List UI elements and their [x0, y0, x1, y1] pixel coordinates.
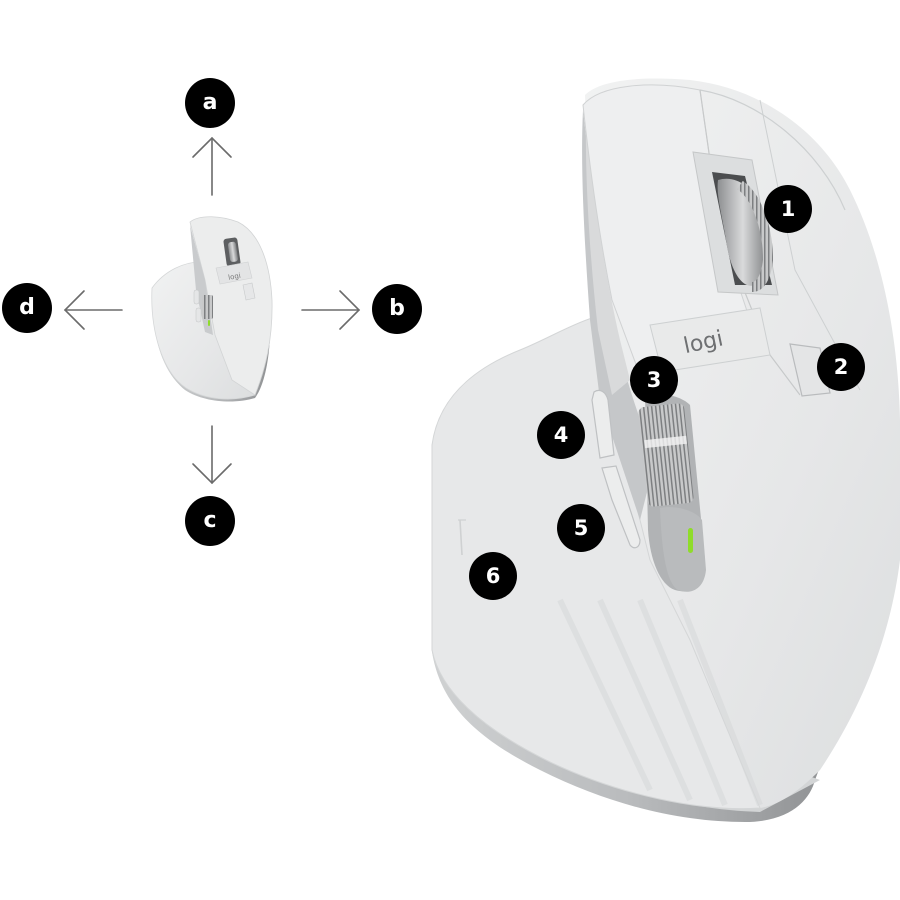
direction-arrows — [63, 136, 361, 485]
direction-badge-d: d — [2, 283, 52, 333]
callout-1-scroll-wheel: 1 — [764, 185, 812, 233]
large-mouse-illustration: logi — [431, 78, 900, 822]
arrow-up-icon — [192, 136, 232, 196]
callout-6-gesture-button: 6 — [469, 552, 517, 600]
callout-3-thumb-wheel: 3 — [630, 356, 678, 404]
arrow-right-icon — [301, 290, 361, 330]
status-led — [688, 528, 693, 553]
callout-5-back-button: 5 — [557, 504, 605, 552]
arrow-left-icon — [63, 290, 123, 330]
arrow-down-icon — [192, 425, 232, 485]
direction-badge-a: a — [185, 78, 235, 128]
callout-2-top-button: 2 — [817, 343, 865, 391]
direction-badge-c: c — [185, 496, 235, 546]
svg-text:logi: logi — [228, 272, 242, 282]
direction-badge-b: b — [372, 284, 422, 334]
callout-4-forward-button: 4 — [537, 411, 585, 459]
small-mouse-illustration: logi — [151, 216, 273, 402]
